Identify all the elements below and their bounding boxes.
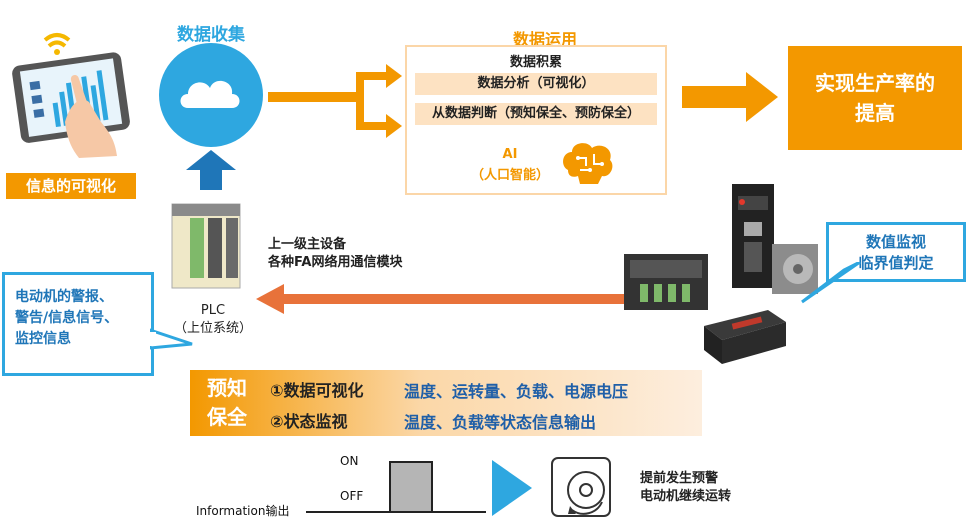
branch-arrow [268,64,402,138]
band-title: 预知 保全 [196,374,258,432]
right-bubble-line-1: 数值监视 [865,233,926,251]
motor-icon [772,244,818,294]
servo-driver-icon [732,184,774,288]
band-title-2: 保全 [207,405,247,429]
left-bubble-line-2: 警告/信息信号、 [15,310,119,326]
running-motor-icon [551,457,611,517]
left-bubble-line-3: 监控信息 [15,331,71,347]
result-line-2: 提高 [855,101,895,125]
ai-label-2: （人口智能） [470,168,549,183]
row-analysis: 数据分析（可视化） [415,73,657,95]
signal-on-label: ON [340,454,359,468]
result-line-1: 实现生产率的 [815,71,935,95]
upper-text: 上一级主设备 各种FA网络用通信模块 [268,236,402,272]
result-arrow [682,72,778,122]
signal-waveform [306,461,486,513]
cloud-icon [159,43,263,147]
utilization-title: 数据运用 [512,30,577,49]
signal-off-label: OFF [340,489,364,503]
motor-note-line-2: 电动机继续运转 [640,489,732,504]
left-bubble-line-1: 电动机的警报、 [15,289,113,305]
band-item-2-value: 温度、负载等状态信息输出 [404,413,597,432]
feedback-arrow [256,284,626,314]
plc-line-2: （上位系统） [173,321,252,336]
right-bubble-line-2: 临界值判定 [858,254,934,272]
plc-text: PLC （上位系统） [168,302,258,338]
plc-line-1: PLC [200,303,226,318]
row-judgement: 从数据判断（预知保全、预防保全） [415,103,657,125]
controller-unit-icon [704,310,786,364]
motor-note-line-1: 提前发生预警 [640,471,719,486]
upload-arrow [186,150,236,190]
band-title-1: 预知 [207,376,247,400]
plc-device-icon [171,203,241,289]
left-bubble: 电动机的警报、 警告/信息信号、 监控信息 [2,272,154,376]
signal-axis-label: Information输出 [196,504,290,518]
ai-brain-icon [563,143,613,184]
band-item-1-value: 温度、运转量、负载、电源电压 [404,382,629,401]
right-bubble-tail [801,262,861,304]
upper-line-2: 各种FA网络用通信模块 [268,255,403,270]
right-bubble: 数值监视 临界值判定 [826,222,966,282]
collection-title: 数据收集 [177,25,245,45]
drive-unit-icon [624,254,708,310]
visualization-label: 信息的可视化 [6,173,136,199]
signal-play-arrow [492,460,532,516]
maintenance-band [190,370,702,436]
utilization-box: 数据积累 数据分析（可视化） 从数据判断（预知保全、预防保全） [405,45,667,195]
upper-line-1: 上一级主设备 [268,237,347,252]
ai-label-1: AI [502,147,518,162]
tablet-hand-icon [12,33,130,158]
left-bubble-tail [150,328,193,350]
row-accumulation: 数据积累 [509,55,562,70]
motor-note: 提前发生预警 电动机继续运转 [640,470,731,506]
band-item-2-label: ②状态监视 [270,412,348,431]
band-item-1-label: ①数据可视化 [270,381,364,400]
result-box: 实现生产率的 提高 [788,46,962,150]
